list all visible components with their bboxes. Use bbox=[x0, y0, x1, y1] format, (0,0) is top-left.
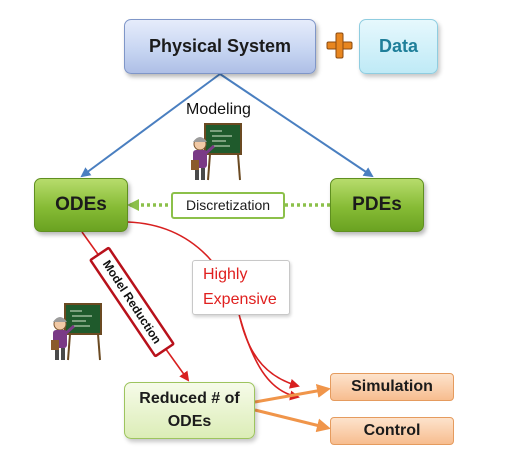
plus-icon bbox=[326, 32, 353, 59]
highly-expensive-line2: Expensive bbox=[203, 290, 277, 308]
teacher-blackboard-icon bbox=[191, 123, 242, 181]
modeling-arrow-to-odes bbox=[80, 73, 221, 178]
pdes-node: PDEs bbox=[330, 178, 424, 232]
highly-expensive-line1: Highly bbox=[203, 266, 248, 284]
data-node: Data bbox=[359, 19, 438, 74]
control-node: Control bbox=[330, 417, 454, 445]
modeling-label: Modeling bbox=[186, 101, 251, 118]
teacher-blackboard-icon bbox=[51, 303, 102, 361]
discretization-label: Discretization bbox=[185, 197, 271, 214]
simulation-label: Simulation bbox=[351, 377, 433, 395]
output-arrow-to-simulation bbox=[254, 384, 331, 404]
output-arrow-to-control bbox=[254, 408, 331, 433]
simulation-node: Simulation bbox=[330, 373, 454, 401]
data-label: Data bbox=[378, 36, 418, 57]
reduced-odes-line2: ODEs bbox=[167, 412, 212, 430]
reduced-odes-node: Reduced # of ODEs bbox=[124, 382, 255, 439]
odes-label: ODEs bbox=[55, 194, 107, 216]
discretization-label-box: Discretization bbox=[171, 192, 285, 219]
highly-expensive-box: Highly Expensive bbox=[192, 260, 290, 315]
physical-system-node: Physical System bbox=[124, 19, 316, 74]
control-label: Control bbox=[363, 421, 421, 439]
pdes-label: PDEs bbox=[352, 194, 402, 216]
modeling-arrow-to-pdes bbox=[219, 73, 374, 178]
reduced-odes-line1: Reduced # of bbox=[139, 390, 240, 408]
odes-node: ODEs bbox=[34, 178, 128, 232]
physical-system-label: Physical System bbox=[148, 36, 292, 57]
